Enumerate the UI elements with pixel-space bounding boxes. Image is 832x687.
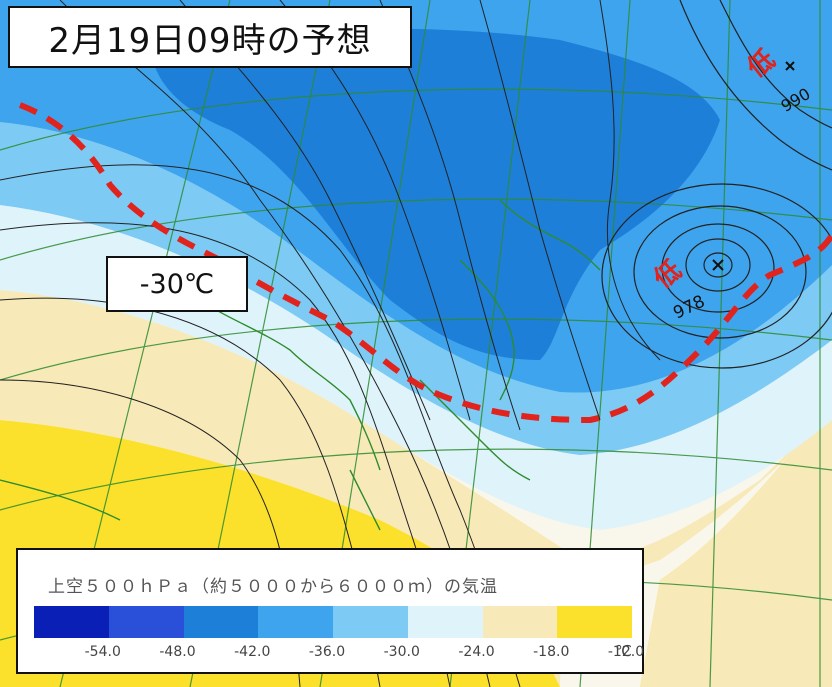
- forecast-title: 2月19日09時の予想: [8, 6, 412, 68]
- legend-swatch: [34, 606, 109, 638]
- temp-band-darkblue: [150, 28, 720, 360]
- isotherm-minus30-line: [18, 102, 832, 424]
- legend-tick-label: -12.0: [607, 644, 645, 660]
- legend-unit: ℃: [615, 642, 632, 660]
- northern-low-isobars: [679, 0, 832, 171]
- legend-title: 上空５００ｈＰａ（約５０００から６０００ｍ）の気温: [48, 577, 498, 597]
- legend-swatch: [108, 606, 184, 638]
- temperature-legend: 上空５００ｈＰａ（約５０００から６０００ｍ）の気温 -54.0 -48.0 -42.…: [16, 548, 644, 674]
- legend-tick-label: -36.0: [308, 644, 346, 660]
- legend-ticks: -54.0 -48.0 -42.0 -36.0 -30.0 -24.0 -18.0 -12.0: [34, 644, 644, 664]
- legend-tick-label: -30.0: [383, 644, 420, 660]
- temp-band-lightblue: [0, 120, 832, 455]
- legend-tick-label: -42.0: [234, 644, 271, 660]
- low-center-isobars: [601, 183, 832, 369]
- legend-swatch: [333, 606, 408, 638]
- legend-color-bar: [34, 606, 632, 638]
- legend-swatch: [183, 606, 259, 638]
- legend-tick-label: -24.0: [458, 644, 495, 660]
- legend-swatch: [258, 606, 333, 638]
- legend-swatch: [557, 606, 632, 638]
- legend-swatch: [482, 606, 558, 638]
- legend-tick-label: -18.0: [533, 644, 570, 660]
- isotherm-label: -30℃: [106, 256, 248, 312]
- low-x-markers: [712, 61, 795, 271]
- legend-swatch: [407, 606, 483, 638]
- legend-tick-label: -54.0: [84, 644, 121, 660]
- temp-band-beige: [0, 290, 832, 687]
- legend-tick-label: -48.0: [159, 644, 196, 660]
